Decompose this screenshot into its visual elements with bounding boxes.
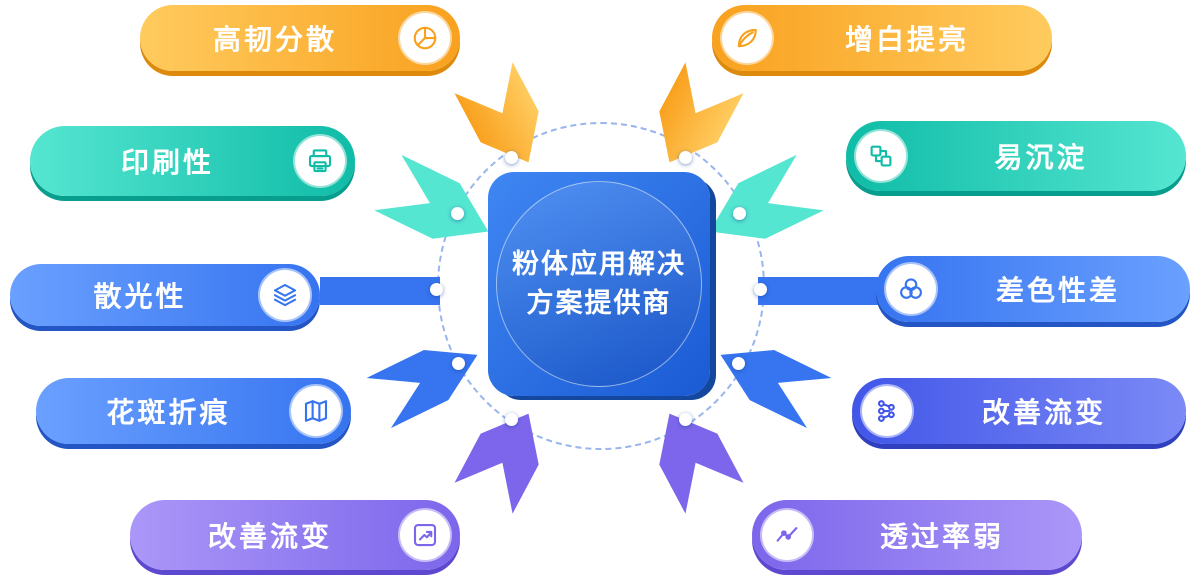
pill-label: 透过率弱	[879, 521, 1004, 552]
connector-dot	[754, 283, 767, 296]
puzzle-icon	[856, 131, 906, 181]
pill-label: 印刷性	[120, 147, 214, 178]
trend-arrow-icon	[400, 510, 450, 560]
pill-label: 差色性差	[995, 275, 1120, 306]
connector-bar-mid-right	[758, 277, 878, 305]
pill-left-1: 高韧分散	[140, 5, 460, 71]
pill-right-2: 易沉淀	[846, 121, 1186, 191]
pill-label: 增白提亮	[844, 24, 969, 55]
leaf-icon	[722, 13, 772, 63]
pill-left-2: 印刷性	[30, 126, 355, 196]
pill-right-3: 差色性差	[876, 256, 1190, 322]
pill-label: 易沉淀	[994, 142, 1088, 173]
center-title-line1: 粉体应用解决	[512, 248, 686, 279]
pill-right-4: 改善流变	[852, 378, 1186, 444]
pill-label: 改善流变	[207, 521, 332, 552]
connector-dot	[679, 413, 692, 426]
layers-icon	[260, 270, 310, 320]
center-title-line2: 方案提供商	[526, 288, 672, 318]
molecule-icon	[862, 386, 912, 436]
connector-dot	[451, 207, 464, 220]
pill-label: 改善流变	[981, 397, 1106, 428]
connector-dot	[505, 413, 518, 426]
overlap-circles-icon	[886, 264, 936, 314]
pill-label: 散光性	[93, 281, 187, 312]
folded-map-icon	[291, 386, 341, 436]
center-circle: 粉体应用解决 方案提供商	[496, 181, 702, 387]
pill-left-3: 散光性	[10, 264, 320, 326]
pill-right-5: 透过率弱	[752, 500, 1082, 570]
pie-chart-icon	[400, 13, 450, 63]
printer-icon	[295, 136, 345, 186]
connector-bar-mid-left	[320, 277, 440, 305]
pill-label: 花斑折痕	[106, 397, 231, 428]
pill-left-5: 改善流变	[130, 500, 460, 570]
connector-dot	[733, 207, 746, 220]
connector-dot	[679, 151, 692, 164]
pill-label: 高韧分散	[212, 24, 337, 55]
connector-dot	[732, 357, 745, 370]
connector-dot	[452, 357, 465, 370]
connector-dot	[430, 283, 443, 296]
pill-left-4: 花斑折痕	[36, 378, 351, 444]
line-chart-icon	[762, 510, 812, 560]
center-badge: 粉体应用解决 方案提供商	[488, 172, 710, 396]
connector-dot	[505, 151, 518, 164]
pill-right-1: 增白提亮	[712, 5, 1052, 71]
